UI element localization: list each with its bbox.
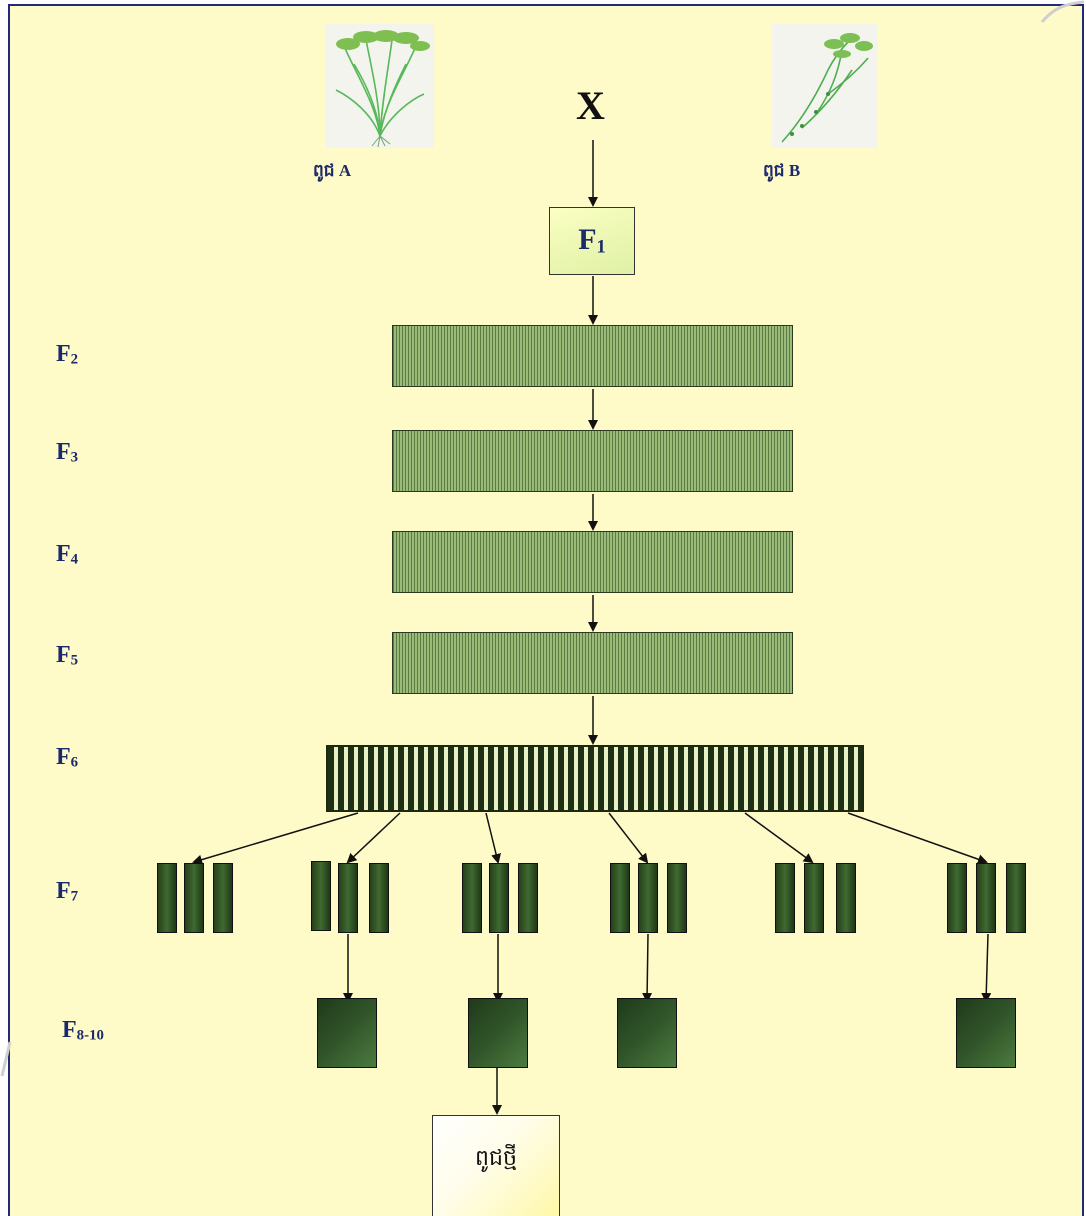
arrow-f6-to-f7-group-1 xyxy=(192,812,359,865)
f7-line xyxy=(462,863,482,933)
arrow-f6-to-f7-group-3 xyxy=(485,812,501,864)
f8-10-selected-line xyxy=(617,998,677,1068)
f7-line xyxy=(667,863,687,933)
f7-line xyxy=(157,863,177,933)
parent-b-label: ពូជ B xyxy=(763,161,801,180)
arrow-f6-to-f7-group-4 xyxy=(608,812,649,864)
corner-mark-left xyxy=(0,1041,12,1077)
f7-line xyxy=(775,863,795,933)
f5-label: F5 xyxy=(56,642,79,669)
arrow-f7-to-f8-4 xyxy=(981,933,992,1003)
f7-line xyxy=(338,863,358,933)
f8-10-selected-line xyxy=(468,998,528,1068)
arrow-f6-to-f7-group-6 xyxy=(847,812,988,865)
corner-mark-top-right xyxy=(1040,0,1085,23)
f7-line xyxy=(184,863,204,933)
parent-b-plant-image xyxy=(772,24,878,148)
new-variety-box: ពូជថ្មី xyxy=(432,1115,560,1216)
f4-population-bar xyxy=(392,531,793,593)
new-variety-label: ពូជថ្មី xyxy=(475,1146,517,1171)
f8-10-selected-line xyxy=(956,998,1016,1068)
f1-label: F1 xyxy=(578,223,606,258)
parent-a-plant-image xyxy=(326,24,434,148)
f7-line xyxy=(947,863,967,933)
f7-line xyxy=(311,861,331,931)
diagram-frame xyxy=(8,4,1084,1216)
f3-label: F3 xyxy=(56,439,79,466)
f7-line xyxy=(836,863,856,933)
f3-population-bar xyxy=(392,430,793,492)
f7-line xyxy=(369,863,389,933)
f1-box: F1 xyxy=(549,207,635,275)
f5-population-bar xyxy=(392,632,793,694)
f8-10-selected-line xyxy=(317,998,377,1068)
f2-population-bar xyxy=(392,325,793,387)
f7-line xyxy=(518,863,538,933)
arrow-f6-to-f7-group-5 xyxy=(744,812,814,864)
f7-label: F7 xyxy=(56,878,79,905)
arrow-f7-to-f8-3 xyxy=(642,933,653,1003)
f7-line xyxy=(610,863,630,933)
f2-label: F2 xyxy=(56,341,79,368)
cross-symbol: X xyxy=(576,83,605,128)
f4-label: F4 xyxy=(56,541,79,568)
f6-lines-bar xyxy=(326,745,864,812)
arrow-f6-to-f7-group-2 xyxy=(346,812,401,864)
parent-a-label: ពូជ A xyxy=(313,161,352,180)
f6-label: F6 xyxy=(56,744,79,771)
f7-line xyxy=(1006,863,1026,933)
f7-line xyxy=(804,863,824,933)
f7-line xyxy=(638,863,658,933)
f7-line xyxy=(489,863,509,933)
f7-line xyxy=(213,863,233,933)
f7-line xyxy=(976,863,996,933)
f8-10-label: F8-10 xyxy=(62,1017,104,1044)
